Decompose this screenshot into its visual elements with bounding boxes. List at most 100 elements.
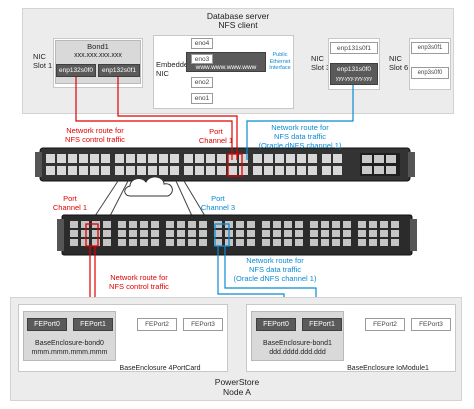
fe-port1-right[interactable]: FEPort1 [302,318,342,331]
powerstore-title-line2: Node A [223,387,251,397]
top-switch-port-r1-c1 [57,166,66,175]
nic-port-eno3[interactable]: eno3 [191,54,213,64]
bottom-switch-port-r2-c5 [129,239,137,246]
bottom-switch-port-r0-c11 [199,221,207,228]
top-switch-port-r0-c6 [115,154,124,163]
bottom-switch-port-r2-c1 [81,239,89,246]
bottom-switch-port-r0-c15 [247,221,255,228]
fe-port2-left[interactable]: FEPort2 [137,318,177,331]
bottom-switch-port-r2-c11 [199,239,207,246]
powerstore-title: PowerStore Node A [190,377,284,397]
bottom-switch-port-r1-c5 [129,230,137,237]
top-switch-port-r1-c12 [184,166,193,175]
nic-port-eno1[interactable]: eno1 [191,93,213,104]
top-switch-uplink-2 [374,155,384,163]
bottom-switch-port-r2-c6 [140,239,148,246]
server-title-line1: Database server [206,11,270,21]
bottom-switch-port-r1-c14 [236,230,244,237]
bottom-switch-port-r0-c26 [380,221,388,228]
bottom-switch-port-r0-c1 [81,221,89,228]
bottom-switch-port-r2-c18 [284,239,292,246]
bottom-switch-port-r0-c21 [321,221,329,228]
bottom-switch-port-r2-c10 [188,239,196,246]
port-channel1-bottom-line2: Channel 1 [52,203,88,212]
top-switch-port-r1-c8 [137,166,146,175]
top-switch-port-r0-c20 [275,154,284,163]
top-switch-port-r1-c15 [217,166,226,175]
nic-slot1-label: NIC Slot 1 [33,52,52,70]
nic-port-enp3s0f0[interactable]: enp3s0f0 [411,67,449,79]
route-data-bottom-line2: NFS data traffic [249,265,301,274]
bottom-switch-port-r0-c10 [188,221,196,228]
bond1-enclosure-address: ddd.dddd.ddd.ddd [269,349,326,356]
nic-port-enp132s0f1[interactable]: enp132s0f1 [98,64,140,77]
embedded-nic-card [153,35,294,109]
bottom-switch-port-r0-c19 [295,221,303,228]
route-control-top-line2: NFS control traffic [65,135,125,144]
bottom-switch-port-grid [70,221,399,246]
top-switch-port-r1-c22 [297,166,306,175]
uplink-cable-3 [175,180,193,217]
bottom-switch-port-r0-c8 [166,221,174,228]
top-switch-port-r1-c4 [90,166,99,175]
fe-port3-left[interactable]: FEPort3 [183,318,223,331]
top-switch-port-r1-c3 [79,166,88,175]
top-switch-port-r1-c0 [46,166,55,175]
bottom-port-channel1-highlight [85,223,99,247]
bottom-switch-port-r1-c4 [118,230,126,237]
fe-port1-left[interactable]: FEPort1 [73,318,113,331]
fe-port3-right[interactable]: FEPort3 [411,318,451,331]
top-switch-port-r1-c7 [126,166,135,175]
top-switch-port-r1-c6 [115,166,124,175]
bottom-switch-port-r0-c3 [103,221,111,228]
route-data-top-line2: NFS data traffic [274,132,326,141]
powerstore-title-line1: PowerStore [214,377,260,387]
top-switch-left-mount [35,152,42,177]
bottom-switch-port-r1-c1 [81,230,89,237]
top-switch-port-r1-c14 [206,166,215,175]
bond0-address: mmm.mmm.mmm.mmm [31,349,108,356]
bottom-switch-port-r0-c22 [332,221,340,228]
nic-port-enp3s0f1[interactable]: enp3s0f1 [411,42,449,54]
top-switch-port-r1-c5 [101,166,110,175]
nic-port-enp131s0f1[interactable]: enp131s0f1 [330,42,378,54]
bottom-switch-port-r0-c20 [310,221,318,228]
fe-port2-right[interactable]: FEPort2 [365,318,405,331]
bottom-switch-port-r2-c27 [391,239,399,246]
top-switch-port-r0-c22 [297,154,306,163]
top-switch-port-r0-c8 [137,154,146,163]
bottom-switch-port-r1-c11 [199,230,207,237]
top-switch-port-r0-c25 [333,154,342,163]
top-switch-port-r0-c24 [322,154,331,163]
fe-port0-right[interactable]: FEPort0 [256,318,296,331]
bottom-switch-port-r2-c19 [295,239,303,246]
port-channel1-bottom-label: Port Channel 1 [48,194,92,212]
fe-port0-left[interactable]: FEPort0 [27,318,67,331]
bottom-port-channel3-highlight [214,223,230,247]
bottom-switch-port-r1-c17 [273,230,281,237]
bottom-switch-port-r1-c20 [310,230,318,237]
nic-port-enp131s0f0[interactable]: enp131s0f0 [337,66,371,73]
top-switch-uplink-5 [374,166,384,174]
top-switch-port-r1-c18 [253,166,262,175]
bottom-switch-port-r1-c9 [177,230,185,237]
nic-port-eno2[interactable]: eno2 [191,77,213,88]
bottom-switch-port-r2-c26 [380,239,388,246]
bottom-switch-port-r1-c8 [166,230,174,237]
bottom-switch-port-r2-c22 [332,239,340,246]
bottom-switch-port-r1-c25 [369,230,377,237]
nic-slot3-label-line2: Slot 3 [311,63,331,72]
route-data-top-line1: Network route for [271,123,329,132]
public-interface-line1: Public [272,52,288,58]
top-switch-port-r1-c16 [228,166,237,175]
bottom-switch-port-r2-c7 [151,239,159,246]
uplink-cable-1 [94,180,119,217]
bottom-switch-port-r1-c2 [92,230,100,237]
nic-port-eno4[interactable]: eno4 [191,38,213,49]
nic-port-enp132s0f0[interactable]: enp132s0f0 [56,64,96,77]
nic-slot3-label: NIC Slot 3 [311,54,330,72]
bottom-switch-port-r1-c24 [358,230,366,237]
bottom-switch-port-r0-c17 [273,221,281,228]
top-switch-uplink-3 [386,155,396,163]
bottom-switch-port-r2-c15 [247,239,255,246]
